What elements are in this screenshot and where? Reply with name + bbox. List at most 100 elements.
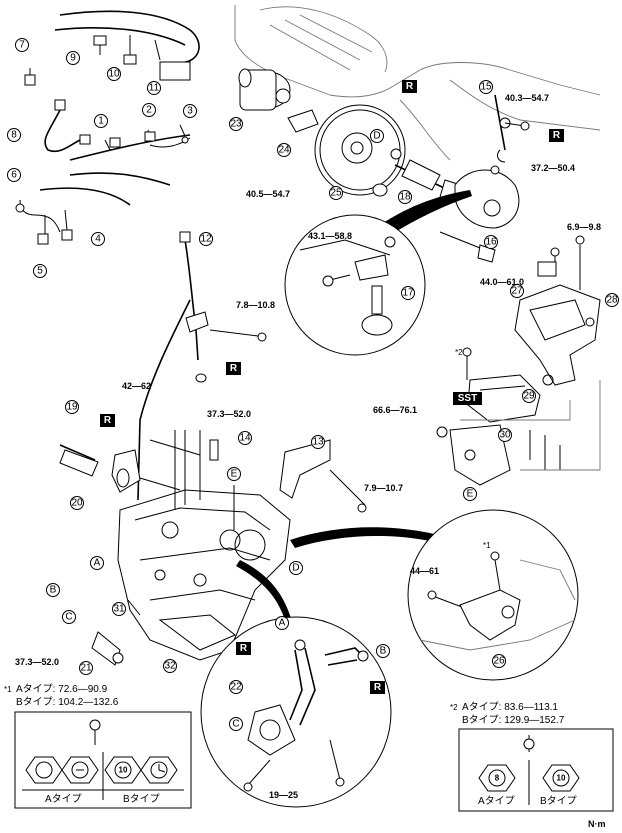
letter-callout-b-detail: B bbox=[376, 644, 390, 658]
mount-bracket bbox=[514, 235, 601, 386]
svg-text:29: 29 bbox=[523, 391, 535, 402]
svg-text:10: 10 bbox=[557, 774, 566, 783]
detail-oil-cooler bbox=[200, 616, 392, 808]
letter-callout-c: C bbox=[62, 610, 76, 624]
replace-badge-detail-right: R bbox=[370, 681, 385, 694]
callout-7: 7 bbox=[15, 38, 29, 52]
note2-type-a: Aタイプ bbox=[478, 795, 515, 807]
callout-1: 1 bbox=[94, 114, 108, 128]
callout-12: 12 bbox=[199, 232, 213, 246]
letter-callout-b: B bbox=[46, 583, 60, 597]
svg-text:A: A bbox=[279, 618, 286, 629]
callout-10: 10 bbox=[107, 67, 121, 81]
star-mark-2: *2 bbox=[455, 348, 463, 357]
svg-text:R: R bbox=[240, 643, 248, 654]
note2-line-b: Bタイプ: 129.9—152.7 bbox=[462, 714, 565, 726]
callout-11: 11 bbox=[147, 81, 161, 95]
bolt-head-b: 10 bbox=[542, 764, 580, 792]
replace-badge-stabilizer: R bbox=[549, 129, 564, 142]
callout-31: 31 bbox=[112, 602, 126, 616]
svg-text:32: 32 bbox=[164, 661, 176, 672]
letter-callout-e-mount: E bbox=[463, 487, 477, 501]
svg-text:8: 8 bbox=[495, 774, 500, 783]
svg-text:B: B bbox=[50, 585, 57, 596]
torque-label: 40.5—54.7 bbox=[246, 189, 290, 199]
svg-text:R: R bbox=[406, 81, 414, 92]
torque-label: 7.9—10.7 bbox=[364, 483, 403, 493]
sst-badge: SST bbox=[453, 392, 482, 405]
svg-text:C: C bbox=[232, 719, 239, 730]
note2-mark: *2 bbox=[450, 703, 458, 712]
svg-text:9: 9 bbox=[70, 53, 76, 64]
callout-3: 3 bbox=[183, 104, 197, 118]
svg-text:1: 1 bbox=[98, 116, 104, 127]
svg-text:17: 17 bbox=[402, 288, 414, 299]
letter-callout-d: D bbox=[289, 561, 303, 575]
svg-text:E: E bbox=[231, 469, 238, 480]
callout-26: 26 bbox=[492, 654, 506, 668]
svg-text:3: 3 bbox=[187, 106, 193, 117]
svg-text:A: A bbox=[94, 558, 101, 569]
unit-label: N·m bbox=[588, 819, 606, 829]
svg-text:19: 19 bbox=[66, 402, 78, 413]
engine-block bbox=[234, 5, 601, 161]
svg-text:D: D bbox=[373, 131, 380, 142]
stabilizer-link bbox=[490, 94, 530, 175]
callout-2: 2 bbox=[142, 103, 156, 117]
svg-text:8: 8 bbox=[11, 130, 17, 141]
callout-29: 29 bbox=[522, 389, 536, 403]
note1-type-a: Aタイプ bbox=[45, 793, 82, 805]
oil-cooler-pipe bbox=[59, 444, 181, 493]
transaxle-case bbox=[117, 430, 367, 661]
torque-label: 43.1—58.8 bbox=[308, 231, 352, 241]
svg-text:12: 12 bbox=[200, 234, 212, 245]
svg-text:10: 10 bbox=[108, 69, 120, 80]
torque-label: 7.8—10.8 bbox=[236, 300, 275, 310]
letter-callout-d-upper: D bbox=[370, 129, 384, 143]
svg-text:22: 22 bbox=[230, 682, 242, 693]
callout-5: 5 bbox=[33, 264, 47, 278]
svg-text:21: 21 bbox=[80, 663, 92, 674]
callout-13: 13 bbox=[311, 435, 325, 449]
svg-text:31: 31 bbox=[113, 604, 125, 615]
replace-badge-dipstick: R bbox=[226, 362, 241, 375]
svg-text:16: 16 bbox=[485, 237, 497, 248]
svg-text:14: 14 bbox=[239, 433, 251, 444]
svg-text:28: 28 bbox=[606, 295, 618, 306]
svg-text:R: R bbox=[230, 363, 238, 374]
note2-type-b: Bタイプ bbox=[540, 795, 577, 807]
letter-callout-e: E bbox=[227, 467, 241, 481]
svg-text:15: 15 bbox=[480, 82, 492, 93]
engine-mount bbox=[436, 347, 601, 486]
svg-text:7: 7 bbox=[19, 40, 25, 51]
callout-28: 28 bbox=[605, 293, 619, 307]
callout-32: 32 bbox=[163, 659, 177, 673]
svg-text:B: B bbox=[380, 646, 387, 657]
callout-18: 18 bbox=[398, 190, 412, 204]
torque-label: 37.3—52.0 bbox=[15, 657, 59, 667]
torque-note-2: *2 Aタイプ: 83.6—113.1 Bタイプ: 129.9—152.7 8 … bbox=[450, 701, 614, 812]
svg-text:18: 18 bbox=[399, 192, 411, 203]
bolt-head-b2 bbox=[140, 756, 178, 784]
svg-text:5: 5 bbox=[37, 266, 43, 277]
callout-23: 23 bbox=[229, 117, 243, 131]
bolt-head-a2 bbox=[61, 756, 99, 784]
callout-30: 30 bbox=[498, 428, 512, 442]
callout-4: 4 bbox=[91, 232, 105, 246]
torque-label: 44—61 bbox=[410, 566, 439, 576]
callout-15: 15 bbox=[479, 80, 493, 94]
svg-text:SST: SST bbox=[458, 393, 477, 404]
note1-line-a: Aタイプ: 72.6—90.9 bbox=[16, 683, 108, 695]
svg-text:R: R bbox=[374, 682, 382, 693]
callout-22: 22 bbox=[229, 680, 243, 694]
torque-label: 37.2—50.4 bbox=[531, 163, 575, 173]
svg-text:D: D bbox=[292, 563, 299, 574]
replace-badge-engine: R bbox=[402, 80, 417, 93]
callout-16: 16 bbox=[484, 235, 498, 249]
callout-27: 27 bbox=[510, 284, 524, 298]
svg-text:10: 10 bbox=[119, 766, 128, 775]
callout-9: 9 bbox=[66, 51, 80, 65]
detail-mount-26 bbox=[407, 509, 579, 681]
torque-label: 40.3—54.7 bbox=[505, 93, 549, 103]
svg-text:6: 6 bbox=[11, 170, 17, 181]
